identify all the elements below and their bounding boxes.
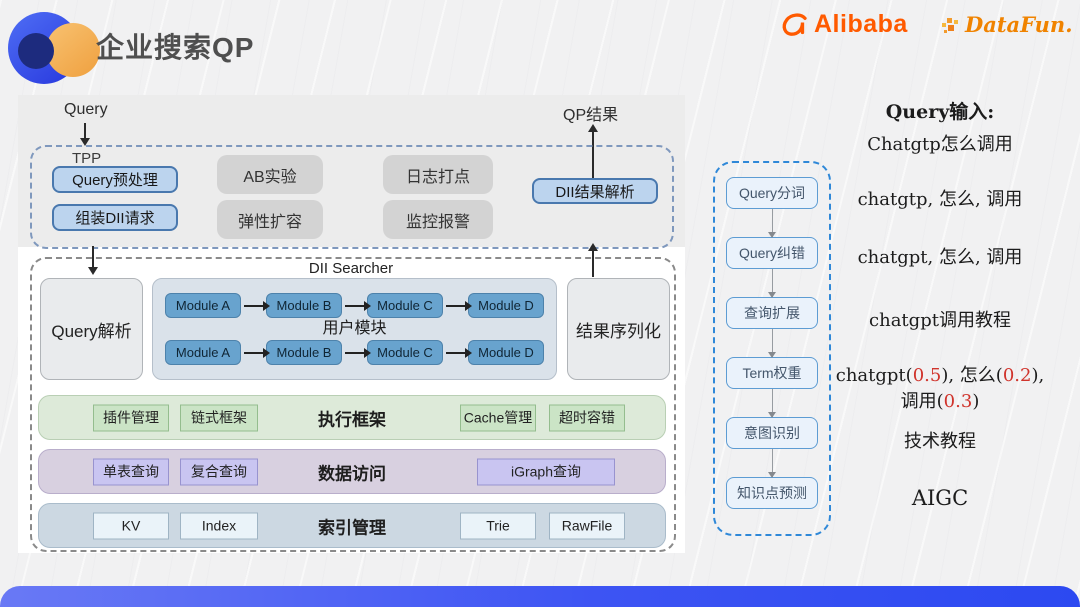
module-box: Module B bbox=[266, 340, 342, 365]
example-expanded: chatgpt调用教程 bbox=[869, 310, 1011, 331]
page-title: 企业搜索QP bbox=[96, 32, 255, 63]
pipeline-step-expansion: 查询扩展 bbox=[726, 297, 818, 329]
weight-text: chatgpt( bbox=[835, 365, 913, 386]
right-arrow-icon bbox=[445, 300, 472, 311]
example-raw-input: Chatgtp怎么调用 bbox=[867, 134, 1013, 155]
data-access-layer: 数据访问 单表查询 复合查询 iGraph查询 bbox=[38, 449, 666, 494]
alibaba-wordmark: Alibaba bbox=[814, 10, 908, 38]
index-manage-label: 索引管理 bbox=[318, 518, 386, 537]
pipeline-step-correction: Query纠错 bbox=[726, 237, 818, 269]
down-arrow-icon bbox=[768, 389, 776, 418]
dii-searcher-container bbox=[30, 257, 676, 552]
datafun-wordmark: DataFun. bbox=[965, 12, 1073, 37]
right-arrow-icon bbox=[243, 347, 270, 358]
module-box: Module D bbox=[468, 340, 544, 365]
down-arrow-icon bbox=[768, 269, 776, 298]
data-access-label: 数据访问 bbox=[318, 464, 386, 483]
example-term-weights: chatgpt(0.5), 怎么(0.2), 调用(0.3) bbox=[828, 363, 1052, 415]
tpp-label: TPP bbox=[72, 150, 102, 167]
weight-text: ) bbox=[972, 391, 980, 412]
tpp-container bbox=[30, 145, 674, 249]
chip-plugin-manage: 插件管理 bbox=[93, 404, 169, 431]
chip-index: Index bbox=[180, 512, 258, 539]
weight-value: 0.3 bbox=[943, 391, 973, 412]
module-box: Module A bbox=[165, 340, 241, 365]
user-module-container: Module A Module B Module C Module D 用户模块… bbox=[152, 278, 557, 380]
index-manage-layer: 索引管理 KV Index Trie RawFile bbox=[38, 503, 666, 548]
exec-framework-label: 执行框架 bbox=[318, 410, 386, 429]
qp-pipeline-container: Query分词 Query纠错 查询扩展 Term权重 意图识别 知识点预测 bbox=[713, 161, 831, 536]
right-arrow-icon bbox=[344, 300, 371, 311]
tpp-ab-test: AB实验 bbox=[217, 155, 323, 194]
example-intent: 技术教程 bbox=[904, 431, 976, 452]
module-box: Module B bbox=[266, 293, 342, 318]
query-parse-box: Query解析 bbox=[40, 278, 143, 380]
down-arrow-icon bbox=[768, 209, 776, 238]
weight-value: 0.2 bbox=[1002, 365, 1032, 386]
logo-circle-navy bbox=[18, 33, 54, 69]
qp-result-label: QP结果 bbox=[563, 107, 619, 124]
pipeline-step-term-weight: Term权重 bbox=[726, 357, 818, 389]
logo-circle-orange bbox=[46, 23, 100, 77]
result-serialize-box: 结果序列化 bbox=[567, 278, 670, 380]
chip-compound-query: 复合查询 bbox=[180, 458, 258, 485]
alibaba-logo: Alibaba bbox=[780, 10, 908, 39]
serializer-to-tpp-arrow bbox=[588, 243, 598, 277]
datafun-logo: DataFun. bbox=[941, 12, 1073, 37]
module-box: Module D bbox=[468, 293, 544, 318]
user-module-label: 用户模块 bbox=[322, 320, 387, 337]
module-row: Module A Module B Module C Module D bbox=[165, 340, 544, 365]
module-box: Module C bbox=[367, 293, 443, 318]
right-arrow-icon bbox=[344, 347, 371, 358]
tpp-assemble-dii: 组装DII请求 bbox=[52, 204, 178, 231]
footer-bar bbox=[0, 586, 1080, 607]
alibaba-a-icon bbox=[782, 12, 807, 36]
exec-framework-layer: 执行框架 插件管理 链式框架 Cache管理 超时容错 bbox=[38, 395, 666, 440]
query-down-arrow bbox=[80, 123, 90, 146]
pipeline-step-segment: Query分词 bbox=[726, 177, 818, 209]
slide-logo bbox=[6, 8, 116, 90]
weight-text: ), bbox=[1031, 365, 1045, 386]
chip-cache-manage: Cache管理 bbox=[460, 404, 536, 431]
right-arrow-icon bbox=[243, 300, 270, 311]
chip-trie: Trie bbox=[460, 512, 536, 539]
chip-timeout-tolerance: 超时容错 bbox=[549, 404, 625, 431]
example-tokenized: chatgtp, 怎么, 调用 bbox=[857, 189, 1023, 210]
query-input-heading: Query输入: bbox=[885, 101, 995, 123]
weight-text: 调用( bbox=[900, 391, 944, 412]
module-row: Module A Module B Module C Module D bbox=[165, 293, 544, 318]
chip-kv: KV bbox=[93, 512, 169, 539]
chip-single-table-query: 单表查询 bbox=[93, 458, 169, 485]
right-arrow-icon bbox=[445, 347, 472, 358]
chip-rawfile: RawFile bbox=[549, 512, 625, 539]
pipeline-step-knowledge: 知识点预测 bbox=[726, 477, 818, 509]
example-corrected: chatgpt, 怎么, 调用 bbox=[857, 247, 1023, 268]
module-box: Module A bbox=[165, 293, 241, 318]
tpp-logging: 日志打点 bbox=[383, 155, 493, 194]
query-input-label: Query bbox=[64, 101, 108, 118]
tpp-query-preprocess: Query预处理 bbox=[52, 166, 178, 193]
qp-up-arrow bbox=[588, 124, 598, 178]
pipeline-step-intent: 意图识别 bbox=[726, 417, 818, 449]
chip-igraph-query: iGraph查询 bbox=[477, 458, 615, 485]
down-arrow-icon bbox=[768, 449, 776, 478]
datafun-pixel-icon bbox=[942, 17, 958, 33]
tpp-monitoring: 监控报警 bbox=[383, 200, 493, 239]
example-knowledge: AIGC bbox=[911, 486, 969, 510]
dii-searcher-label: DII Searcher bbox=[308, 260, 394, 277]
module-box: Module C bbox=[367, 340, 443, 365]
tpp-elastic-scaling: 弹性扩容 bbox=[217, 200, 323, 239]
weight-value: 0.5 bbox=[912, 365, 942, 386]
tpp-dii-result-parse: DII结果解析 bbox=[532, 178, 658, 204]
weight-text: ), 怎么( bbox=[941, 365, 1003, 386]
down-arrow-icon bbox=[768, 329, 776, 358]
chip-chain-framework: 链式框架 bbox=[180, 404, 258, 431]
